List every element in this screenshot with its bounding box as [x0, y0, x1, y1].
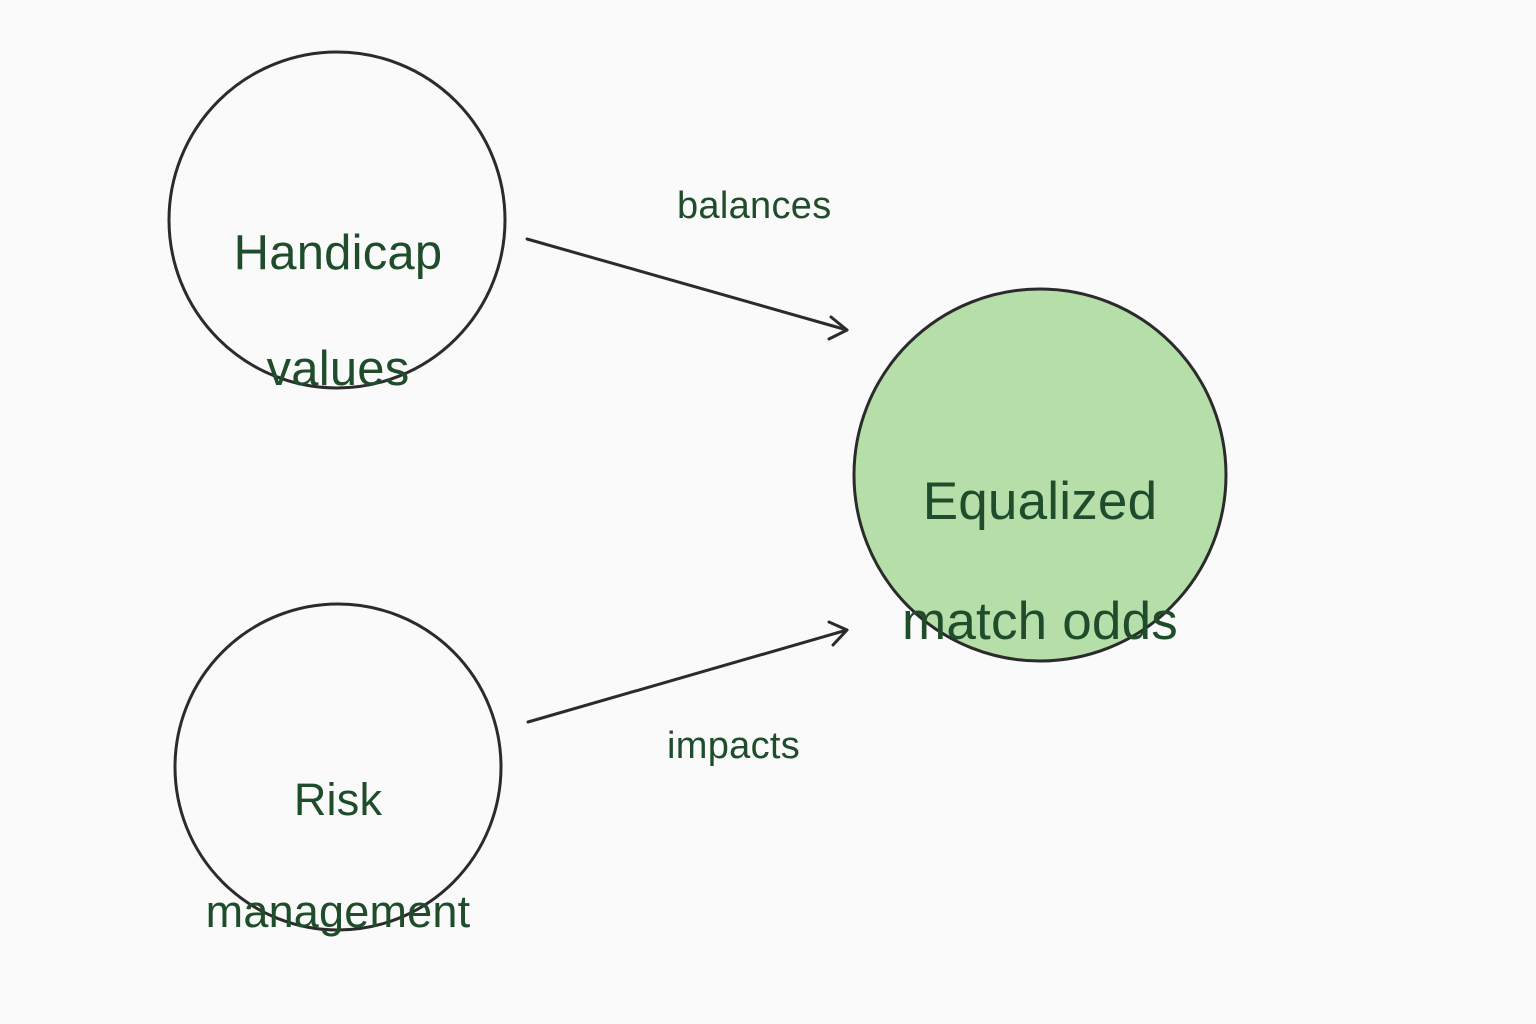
node-handicap-circle	[167, 50, 507, 390]
node-equalized-label-line2: match odds	[902, 592, 1178, 651]
node-risk-label-line2: management	[205, 886, 471, 937]
node-equalized-label: Equalized match odds	[854, 412, 1226, 712]
edge-impacts-arrow	[526, 620, 849, 724]
node-handicap-label-line2: values	[266, 342, 410, 396]
node-risk-label: Risk management	[176, 716, 500, 996]
node-risk-label-line1: Risk	[293, 774, 383, 825]
edge-balances-arrow	[525, 237, 849, 341]
node-equalized-circle	[852, 287, 1228, 663]
node-handicap-label: Handicap values	[170, 166, 506, 456]
node-equalized-label-line1: Equalized	[922, 472, 1158, 531]
node-risk-circle	[173, 602, 503, 932]
node-handicap-label-line1: Handicap	[233, 226, 443, 280]
edge-impacts-label: impacts	[667, 725, 801, 767]
edge-balances-label: balances	[677, 185, 832, 227]
